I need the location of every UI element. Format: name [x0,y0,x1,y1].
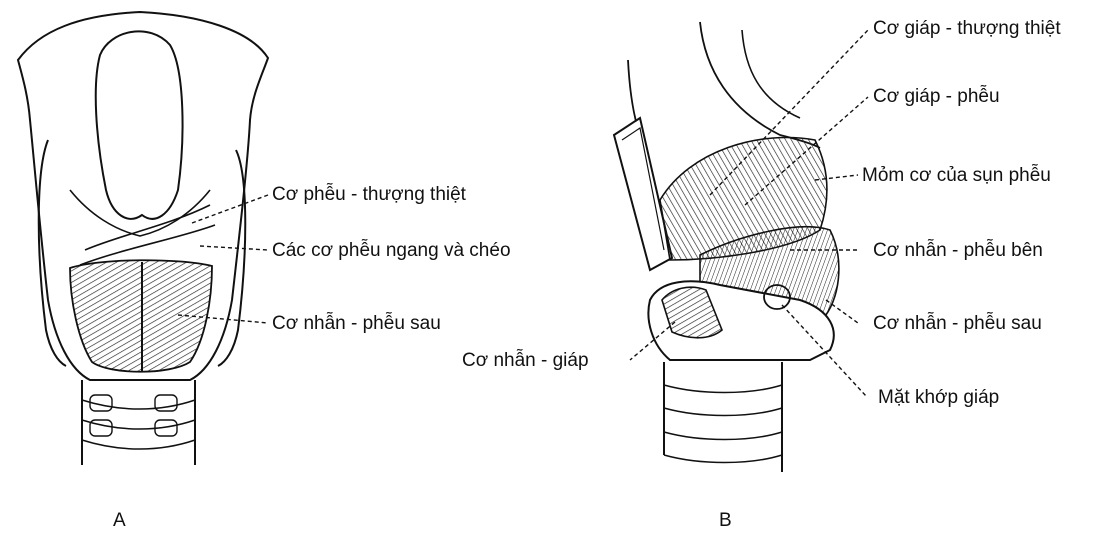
trachea-a [82,380,195,465]
epiglottis-a [96,31,183,218]
label-thyroepiglottic: Cơ giáp - thượng thiệt [873,18,1061,40]
trachea-b [664,362,782,472]
label-aryepiglottic: Cơ phễu - thượng thiệt [272,184,466,206]
panel-a-letter: A [113,510,126,532]
label-cricothyroid: Cơ nhẫn - giáp [462,350,589,372]
label-posterior-cricoarytenoid-b: Cơ nhẫn - phễu sau [873,313,1042,335]
label-thyroid-articular-facet: Mặt khớp giáp [878,387,999,409]
label-thyroarytenoid: Cơ giáp - phễu [873,86,1000,108]
panel-b-drawing [614,22,839,472]
panel-a-drawing [18,12,268,465]
label-lateral-cricoarytenoid: Cơ nhẫn - phễu bên [873,240,1043,262]
label-transverse-oblique-arytenoid: Các cơ phễu ngang và chéo [272,240,511,262]
panel-b-letter: B [719,510,732,532]
label-posterior-cricoarytenoid-a: Cơ nhẫn - phễu sau [272,313,441,335]
label-muscular-process: Mỏm cơ của sụn phễu [862,165,1051,187]
